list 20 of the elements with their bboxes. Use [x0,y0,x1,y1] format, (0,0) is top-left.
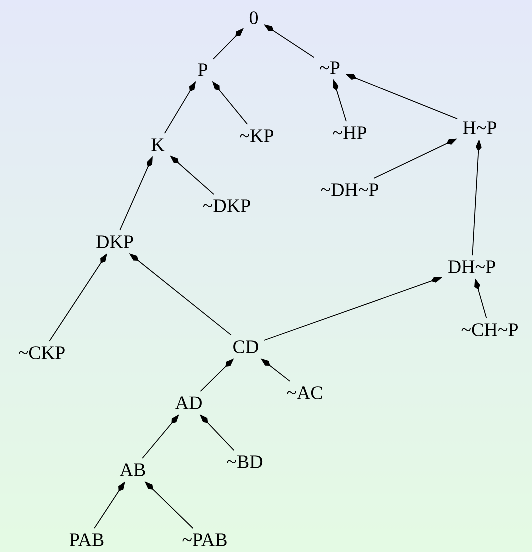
node-label: PAB [70,534,104,546]
node-label: 0 [250,12,258,24]
node-label: DKP [96,236,134,248]
node-label: ~HP [333,126,366,140]
node-label: ~DKP [203,200,250,212]
node-label: ~CKP [18,346,65,360]
node-label: ~BD [227,456,263,468]
node-label: H~P [463,122,496,134]
node-label: DH~P [448,260,496,274]
node-label: AB [120,464,146,476]
node-label: P [198,64,208,76]
node-label: ~KP [240,130,274,142]
node-label: K [152,138,165,152]
node-label: AD [175,396,202,410]
node-label: ~AC [287,386,322,400]
node-label: CD [234,340,258,354]
node-label: ~DH~P [321,184,378,196]
node-label: ~CH~P [462,324,518,336]
node-label: ~PAB [182,534,227,546]
node-label: ~P [320,62,340,74]
